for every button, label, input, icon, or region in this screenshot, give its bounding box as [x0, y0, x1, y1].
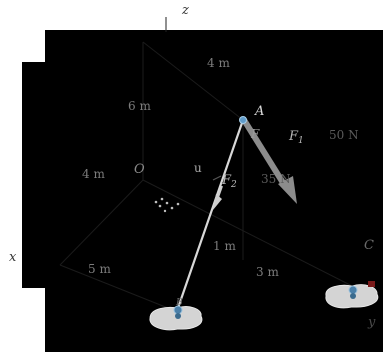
dim-vertical-6m: 6 m — [128, 99, 151, 113]
rod-ab — [176, 119, 245, 309]
point-o-label: O — [134, 162, 145, 177]
origin-dots — [154, 197, 180, 213]
force-f1-arrow — [241, 118, 297, 204]
anchor-c — [325, 281, 379, 309]
force-f2-value: 35 N — [261, 172, 291, 186]
z-axis-label: z — [181, 3, 189, 18]
force-f1-label: F1 — [288, 129, 304, 146]
unit-vector-u — [212, 175, 222, 181]
point-a-marker — [239, 116, 247, 124]
dim-y-3m: 3 m — [256, 265, 279, 279]
dark-panel-left — [22, 62, 62, 288]
force-f2-label: F2 — [221, 173, 237, 190]
force-f2-arrow — [213, 185, 223, 210]
y-axis-label: y — [367, 315, 376, 330]
force-f1-value: 50 N — [329, 128, 359, 142]
point-b-label: B — [175, 298, 183, 308]
vector-f-label: F — [250, 127, 260, 141]
dim-mid-1m: 1 m — [213, 239, 236, 253]
point-c-label: C — [364, 238, 374, 253]
point-a-label: A — [254, 104, 264, 119]
dim-top-4m: 4 m — [207, 56, 230, 70]
dim-left-4m: 4 m — [82, 167, 105, 181]
structure-lines — [59, 41, 361, 313]
unit-vector-u-label: u — [194, 161, 202, 175]
x-axis-label: x — [9, 250, 17, 265]
anchor-b — [149, 305, 203, 331]
dim-x-5m: 5 m — [88, 262, 111, 276]
